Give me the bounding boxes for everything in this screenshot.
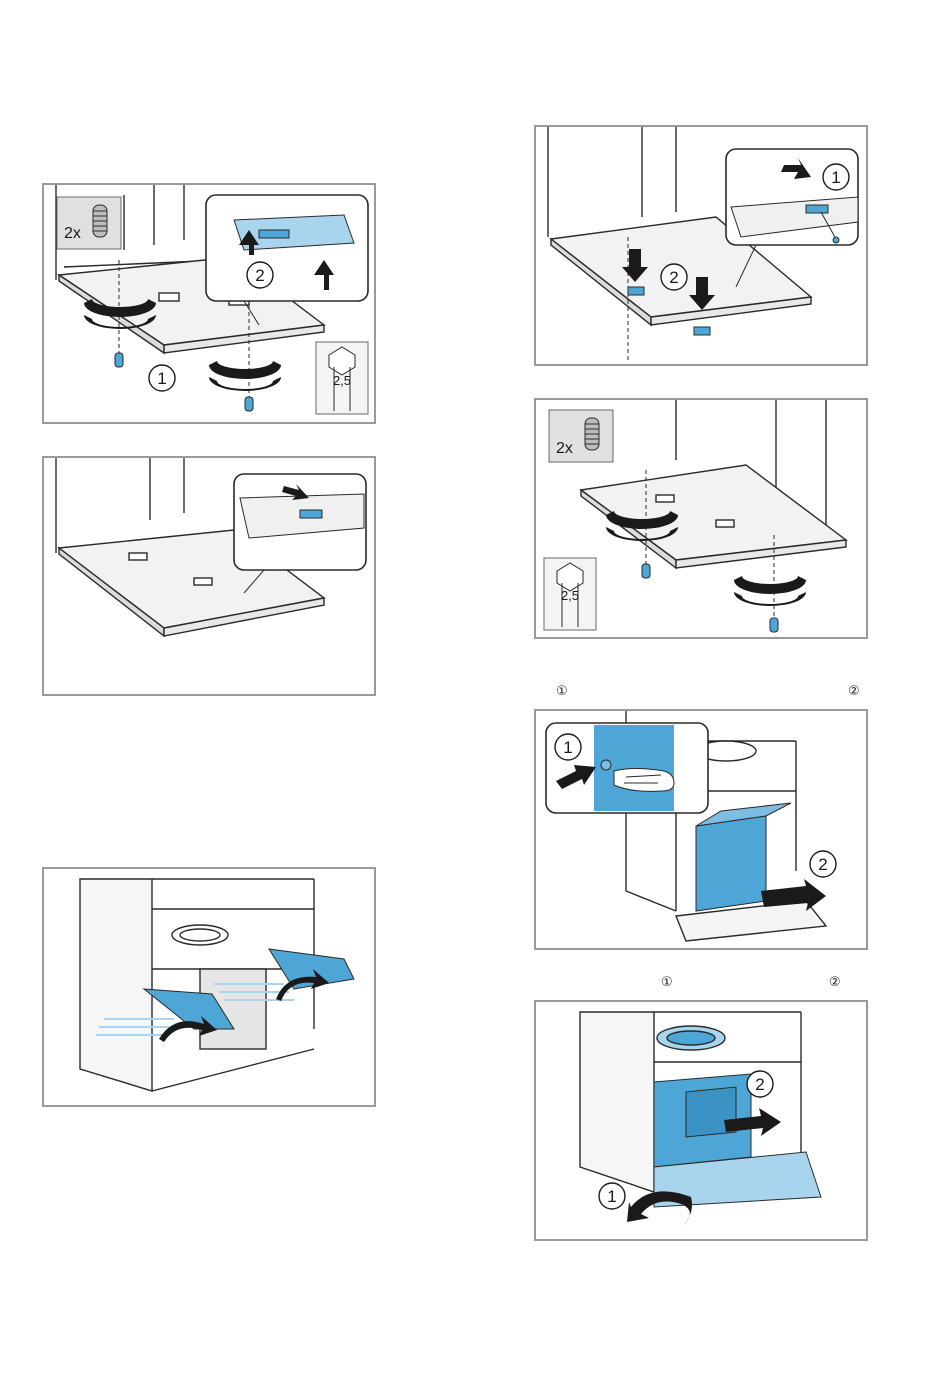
- screw-icon: [115, 353, 123, 367]
- svg-text:1: 1: [157, 369, 166, 388]
- svg-text:2x: 2x: [556, 440, 573, 457]
- hex-key-icon: 2,5: [544, 558, 596, 630]
- svg-text:2x: 2x: [64, 225, 81, 242]
- detail-inset: 1: [726, 149, 858, 245]
- screw-icon: [93, 205, 107, 237]
- step-marker-right: ②: [829, 975, 841, 990]
- step-2-marker: 2: [747, 1071, 773, 1097]
- step-2-marker: 2: [810, 851, 836, 877]
- step-1-marker: 1: [555, 734, 581, 760]
- hand-icon: [614, 769, 674, 792]
- figure-fasten-screws: 2x 2,5: [534, 398, 868, 639]
- svg-text:1: 1: [831, 168, 840, 187]
- screw-icon: [770, 618, 778, 632]
- svg-text:1: 1: [607, 1187, 616, 1206]
- step-1-marker: 1: [823, 164, 849, 190]
- detail-inset: [234, 474, 366, 570]
- svg-text:2: 2: [818, 855, 827, 874]
- figure-remove-module: 2 1: [534, 709, 868, 950]
- figure-filter-insert: [42, 456, 376, 696]
- step-marker-right: ②: [848, 684, 860, 699]
- svg-text:2,5: 2,5: [561, 588, 579, 603]
- step-2-marker: 2: [247, 262, 273, 288]
- figure-remove-film: [42, 867, 376, 1107]
- figure-pull-module: 2 1: [534, 1000, 868, 1241]
- step-1-marker: 1: [149, 365, 175, 391]
- rotate-arrow-icon: [209, 361, 281, 391]
- step-2-marker: 2: [661, 264, 687, 290]
- rotate-arrow-icon: [627, 1191, 692, 1232]
- figure-filter-clips: 2 1: [534, 125, 868, 366]
- hex-key-icon: 2,5: [316, 342, 368, 414]
- detail-inset: 1: [546, 723, 708, 813]
- screws-count-box: 2x: [549, 410, 613, 462]
- detail-inset: 2: [206, 195, 368, 301]
- step-marker-left: ①: [661, 975, 673, 990]
- screw-icon: [245, 397, 253, 411]
- figure-remove-screws: 1 2x 2: [42, 183, 376, 424]
- step-1-marker: 1: [599, 1183, 625, 1209]
- svg-text:1: 1: [563, 738, 572, 757]
- rotate-arrow-icon: [734, 576, 806, 606]
- step-marker-left: ①: [556, 684, 568, 699]
- screws-count-box: 2x: [57, 197, 121, 249]
- screw-icon: [585, 418, 599, 450]
- svg-text:2: 2: [755, 1075, 764, 1094]
- svg-text:2: 2: [255, 266, 264, 285]
- svg-text:2,5: 2,5: [333, 373, 351, 388]
- svg-text:2: 2: [669, 268, 678, 287]
- screw-icon: [642, 564, 650, 578]
